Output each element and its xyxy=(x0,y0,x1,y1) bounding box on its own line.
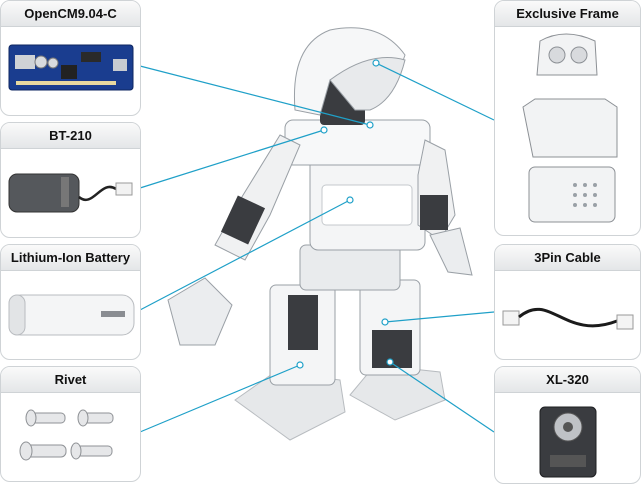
panel-xl320: XL-320 xyxy=(494,366,641,484)
label-rivet: Rivet xyxy=(1,367,140,393)
right-leg-servo xyxy=(372,330,412,368)
panel-battery: Lithium-Ion Battery xyxy=(0,244,141,360)
label-cable: 3Pin Cable xyxy=(495,245,640,271)
shoulders xyxy=(284,119,431,166)
left-gripper xyxy=(167,277,233,346)
xl320-servo-image xyxy=(539,406,597,478)
right-arm-servo xyxy=(420,195,448,230)
cable-image xyxy=(502,307,634,330)
hip-block xyxy=(299,244,401,291)
panel-cable: 3Pin Cable xyxy=(494,244,641,360)
battery-image xyxy=(8,294,135,336)
right-gripper xyxy=(429,227,473,276)
panel-bt210: BT-210 xyxy=(0,122,141,238)
left-leg-servo xyxy=(288,295,318,350)
label-battery: Lithium-Ion Battery xyxy=(1,245,140,271)
bt210-module-image xyxy=(8,173,133,213)
opencm-board-image xyxy=(8,44,134,91)
label-opencm: OpenCM9.04-C xyxy=(1,1,140,27)
left-arm xyxy=(214,134,301,261)
label-xl320: XL-320 xyxy=(495,367,640,393)
label-bt210: BT-210 xyxy=(1,123,140,149)
rivet-image xyxy=(19,409,114,461)
exclusive-frame-image xyxy=(522,33,618,223)
panel-frame: Exclusive Frame xyxy=(494,0,641,236)
panel-opencm: OpenCM9.04-C xyxy=(0,0,141,116)
label-frame: Exclusive Frame xyxy=(495,1,640,27)
robot-illustration xyxy=(167,27,473,441)
panel-rivet: Rivet xyxy=(0,366,141,482)
battery-slot xyxy=(321,184,413,226)
